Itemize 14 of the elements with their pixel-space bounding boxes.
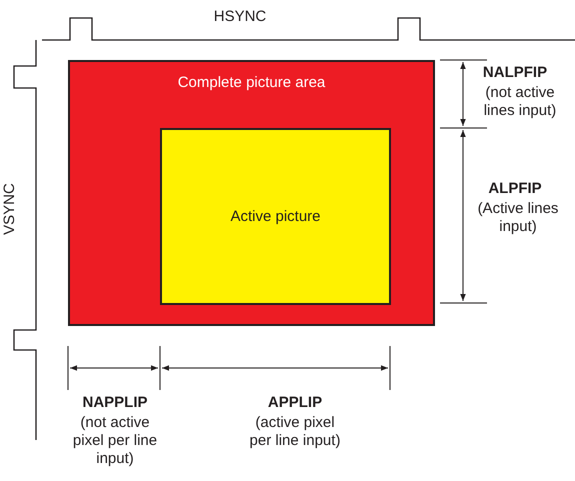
area-label: Complete picture area [176,74,326,91]
dimension-description: (Active lines input) [476,200,560,236]
active-picture-box [160,128,391,305]
dimension-description: (not active pixel per line input) [72,414,158,468]
signal-name: HSYNC [212,8,268,26]
dimension-name: NAPPLIP [81,394,148,412]
picture-area-box [68,60,435,326]
dimension-name: APPLIP [266,394,324,412]
dimension-description: (active pixel per line input) [248,414,342,450]
dimension-name: NALPFIP [482,64,548,82]
dimension-name: ALPFIP [487,180,543,198]
area-label: Active picture [229,208,322,225]
signal-name: VSYNC [1,182,19,237]
dimension-description: (not active lines input) [482,84,558,120]
